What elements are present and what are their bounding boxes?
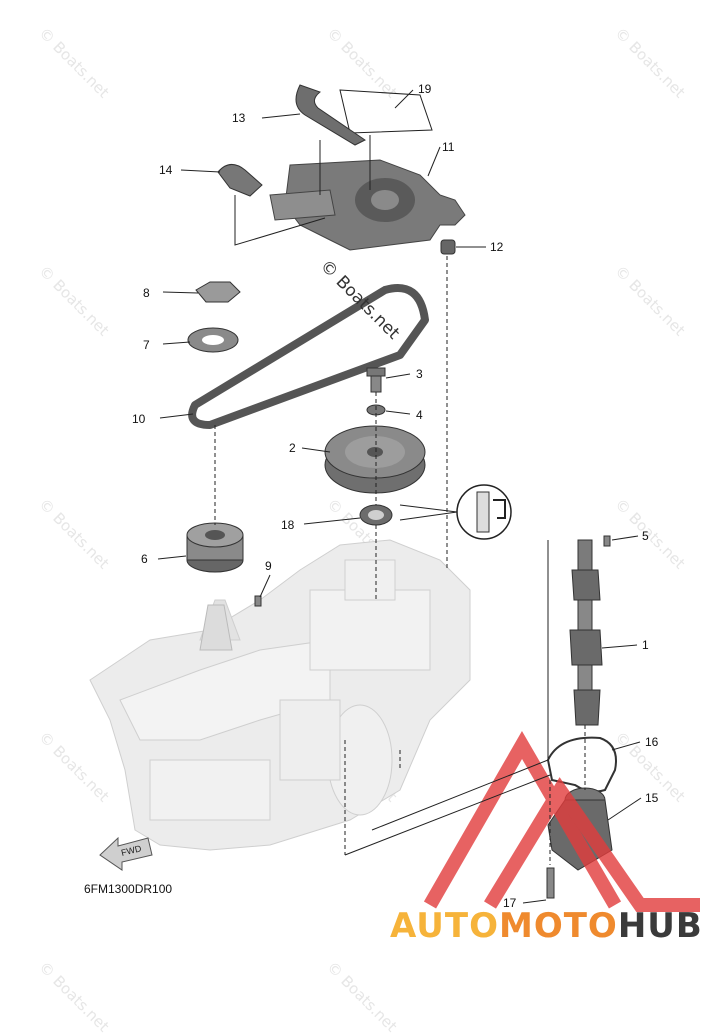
callout-14: 14 <box>159 163 173 177</box>
automotohub-logo-text: AUTOMOTOHUB <box>390 906 703 946</box>
automotohub-logo-mark <box>423 731 700 912</box>
label-plate <box>339 89 433 134</box>
callout-4: 4 <box>416 408 423 422</box>
callout-2: 2 <box>289 441 296 455</box>
callout-6: 6 <box>141 552 148 566</box>
callout-17: 17 <box>503 896 517 910</box>
callout-9: 9 <box>265 559 272 573</box>
callout-8: 8 <box>143 286 150 300</box>
exploded-parts-diagram: 19 13 11 14 12 8 7 3 10 4 2 18 5 6 9 1 1… <box>89 82 700 912</box>
callout-5: 5 <box>642 529 649 543</box>
callout-10: 10 <box>132 412 146 426</box>
assembly-lines <box>214 256 586 865</box>
woodruff-key <box>254 595 262 607</box>
collar <box>440 239 456 255</box>
callout-19: 19 <box>418 82 432 96</box>
fwd-arrow-icon: FWD <box>99 836 153 871</box>
timing-belt <box>188 284 429 429</box>
dowel-pin <box>603 535 611 547</box>
bracket-lines <box>234 135 551 856</box>
leader-lines <box>157 89 642 904</box>
camshaft <box>569 539 603 726</box>
callout-12: 12 <box>490 240 504 254</box>
callout-13: 13 <box>232 111 246 125</box>
callout-15: 15 <box>645 791 659 805</box>
logo-part-2: MOTO <box>498 906 618 946</box>
rubber-seal <box>295 84 366 146</box>
fwd-label: FWD <box>120 843 143 858</box>
camshaft-pulley <box>324 425 426 494</box>
callout-16: 16 <box>645 735 659 749</box>
crankshaft-pulley <box>186 522 244 573</box>
logo-part-1: AUTO <box>390 906 499 946</box>
bolt-pump <box>546 867 555 899</box>
callout-11: 11 <box>442 140 455 154</box>
callout-1: 1 <box>642 638 649 652</box>
callout-3: 3 <box>416 367 423 381</box>
diagram-code: 6FM1300DR100 <box>84 882 173 896</box>
engine-block-ghost <box>89 539 471 851</box>
logo-part-3: HUB <box>617 906 703 946</box>
callout-7: 7 <box>143 338 150 352</box>
timing-belt-cover <box>269 159 466 251</box>
nut <box>195 281 241 303</box>
callout-18: 18 <box>281 518 295 532</box>
grommet <box>217 164 263 197</box>
